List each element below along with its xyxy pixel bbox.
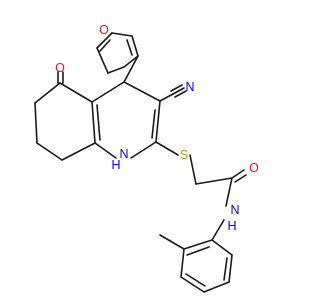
cyclohexanone-ring [34, 82, 96, 161]
bond [34, 82, 61, 104]
bond [123, 55, 139, 68]
bond [36, 142, 63, 161]
bond [151, 109, 156, 139]
bond [159, 234, 185, 250]
bond [186, 246, 210, 256]
bond [123, 55, 139, 83]
bond [170, 84, 183, 92]
atom-furan-O: O [99, 23, 109, 37]
atom-ring-H: H [111, 158, 120, 172]
bond [34, 102, 38, 144]
bond [195, 177, 233, 185]
bond [96, 32, 113, 49]
bond [180, 248, 185, 278]
atom-amide-N: N [230, 203, 239, 217]
bond [189, 154, 197, 185]
atom-nitrile-N: N [185, 80, 194, 94]
bond [211, 219, 225, 241]
bond [130, 141, 157, 159]
molecule-drawing: O O N H N S O N H [34, 23, 259, 293]
bond [96, 47, 109, 74]
bond [59, 82, 93, 103]
atom-amide-O: O [249, 161, 259, 175]
dihydropyridine-ring [91, 81, 161, 159]
bond [174, 90, 187, 98]
bond [185, 273, 206, 287]
bond [231, 169, 245, 179]
bond [126, 39, 133, 56]
bond [172, 87, 185, 95]
atom-thioether-S: S [180, 148, 188, 162]
bond [94, 142, 117, 159]
bond [155, 100, 161, 143]
structure-svg: O O N H N S O N H [34, 23, 259, 293]
bond [99, 39, 111, 52]
atom-amide-H: H [227, 219, 236, 233]
bond [183, 239, 213, 250]
atom-ring-N: N [119, 147, 128, 161]
bond [180, 276, 205, 293]
bond [159, 93, 174, 102]
bond [61, 142, 96, 161]
bond [123, 81, 161, 102]
bond [211, 239, 233, 256]
bond [203, 281, 230, 293]
bond [234, 174, 247, 183]
bond [96, 104, 101, 141]
bond [111, 32, 133, 37]
bond [107, 66, 125, 74]
bond [223, 257, 228, 281]
atom-labels: O O N H N S O N H [55, 23, 259, 233]
bond [225, 177, 233, 207]
tolyl-ring [180, 239, 233, 293]
atom-ketone-O: O [55, 61, 65, 75]
bond [131, 35, 139, 57]
bond [91, 81, 125, 103]
bond [91, 101, 96, 144]
furan-ring [96, 32, 139, 74]
bond [155, 141, 179, 156]
bond [228, 254, 233, 283]
